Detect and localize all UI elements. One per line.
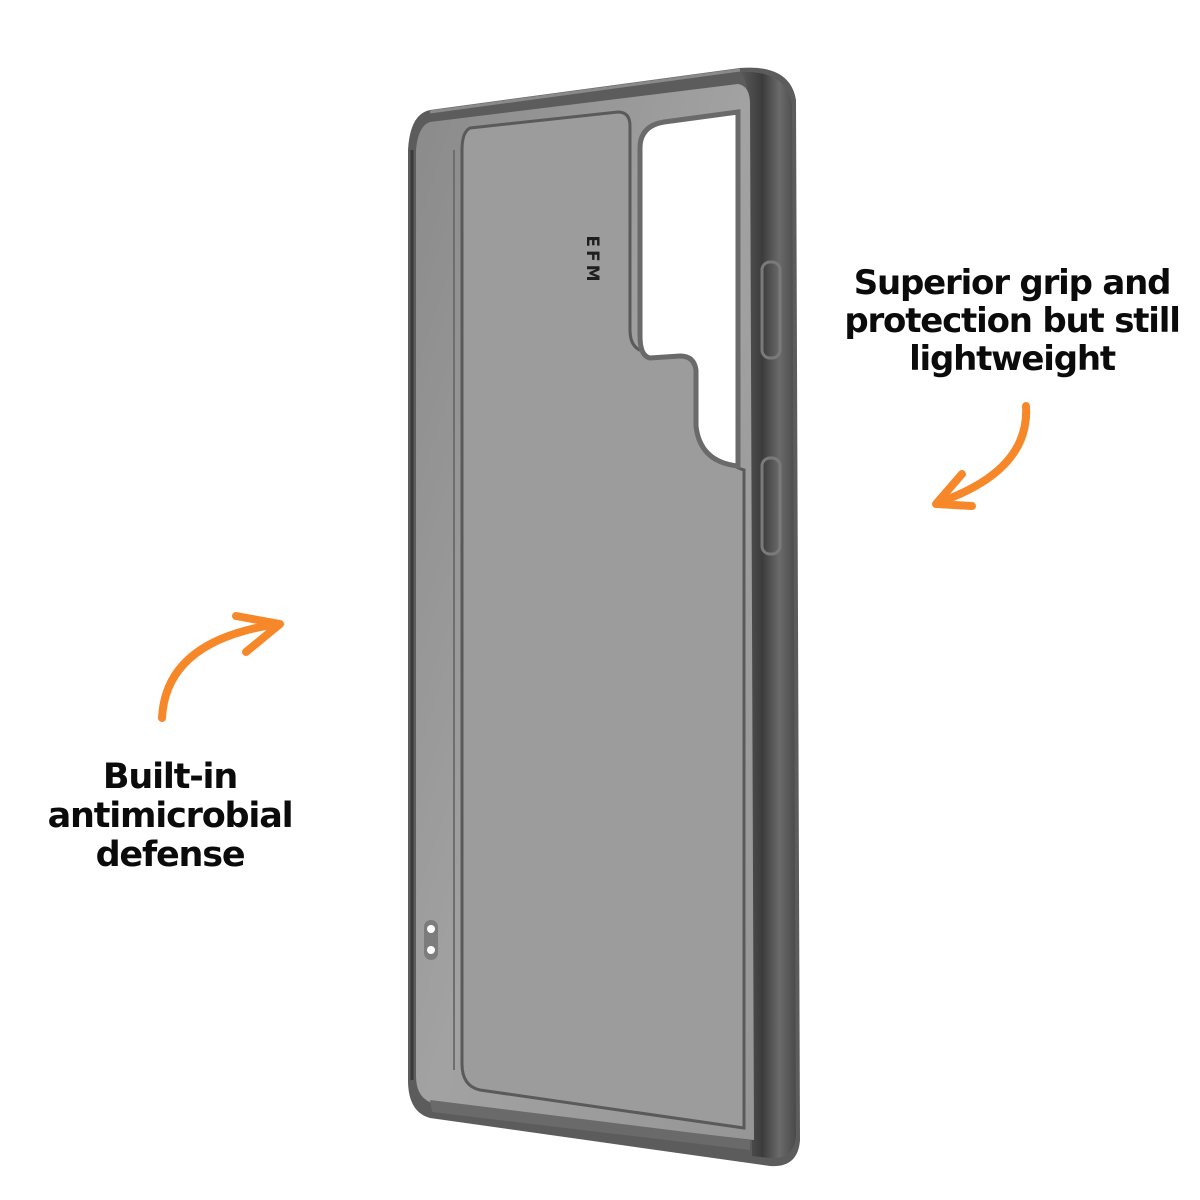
callout-line: lightweight bbox=[909, 339, 1116, 380]
callout-line: antimicrobial bbox=[47, 796, 294, 837]
callout-line: protection but still bbox=[844, 301, 1181, 342]
arrow-down-left-icon bbox=[936, 402, 1031, 506]
feature-callout-antimicrobial: Built-in antimicrobial defense bbox=[24, 757, 316, 876]
arrow-up-right-icon bbox=[158, 620, 282, 722]
callout-line: Built-in bbox=[102, 757, 238, 797]
brand-mark-text: EFM bbox=[582, 235, 602, 285]
callout-line: Superior grip and bbox=[853, 263, 1172, 303]
brand-logo: EFM bbox=[578, 212, 606, 312]
feature-callout-grip: Superior grip and protection but still l… bbox=[836, 264, 1188, 378]
callout-line: defense bbox=[95, 835, 246, 876]
